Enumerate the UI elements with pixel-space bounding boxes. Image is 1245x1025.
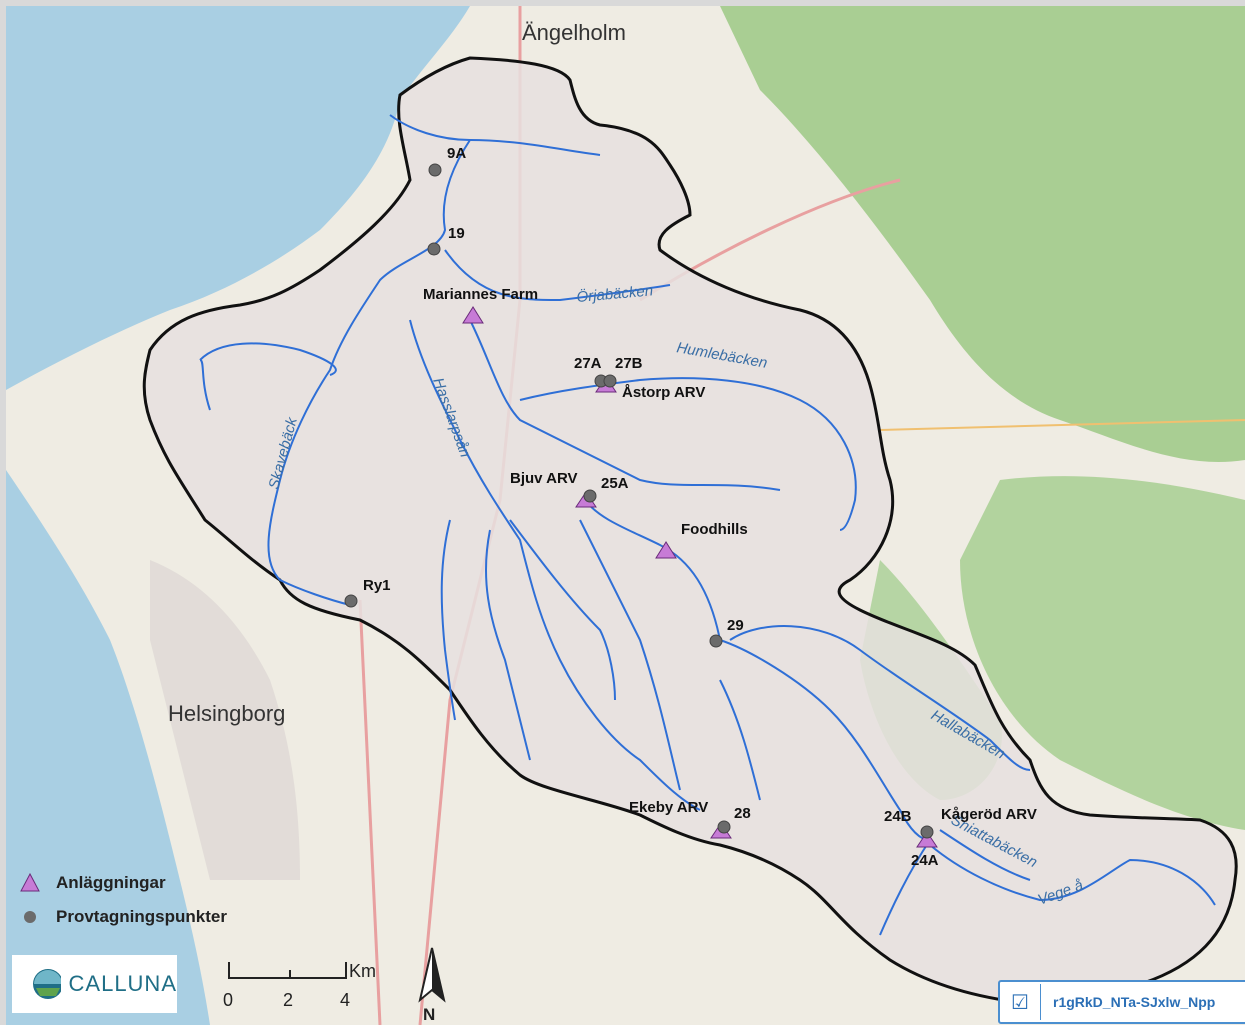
city-label-angelholm: Ängelholm (522, 20, 626, 45)
point-marker-9a[interactable] (428, 163, 442, 177)
point-label-24a: 24A (911, 852, 939, 869)
stream-main-south (584, 499, 931, 841)
id-badge[interactable]: ☑ r1gRkD_NTa-SJxlw_Npp (998, 980, 1245, 1024)
facility-label-astorp: Åstorp ARV (622, 384, 705, 401)
point-marker-27b[interactable] (603, 374, 617, 388)
calluna-logo: CALLUNA (12, 955, 177, 1013)
stream-network (199, 114, 1216, 936)
stream-sniatta (939, 829, 1031, 881)
sea-oresund (6, 470, 210, 1025)
triangle-icon (18, 871, 56, 895)
stream-trib-a (469, 319, 781, 491)
road-klippan (879, 419, 1245, 431)
scale-tick-0: 0 (223, 990, 233, 1010)
stream-skave-main (267, 139, 471, 606)
sea-kattegat (6, 6, 470, 390)
scale-unit: Km (349, 961, 376, 981)
calluna-logo-text: CALLUNA (68, 971, 177, 996)
point-label-24b: 24B (884, 808, 912, 825)
sampling-point-markers (344, 163, 934, 839)
point-label-27a: 27A (574, 355, 602, 372)
legend-row-points: Provtagningspunkter (18, 900, 227, 934)
forest-northeast (720, 6, 1245, 462)
facility-label-bjuv: Bjuv ARV (510, 470, 578, 487)
stream-trib-e (579, 519, 681, 791)
stream-hasslarp (409, 319, 701, 811)
point-marker-25a[interactable] (583, 489, 597, 503)
calluna-logo-icon (33, 969, 61, 999)
point-marker-29[interactable] (709, 634, 723, 648)
facility-marker-marfarm[interactable] (462, 306, 484, 324)
scale-tick-2: 2 (283, 990, 293, 1010)
circle-icon (18, 905, 56, 929)
map-legend: Anläggningar Provtagningspunkter (18, 866, 227, 934)
stream-orja (444, 249, 671, 302)
road-south (358, 599, 382, 1025)
legend-label-facilities: Anläggningar (56, 873, 166, 892)
stream-trib-f (719, 679, 761, 801)
stream-west-trib (199, 342, 337, 376)
north-arrow-icon: N (418, 947, 446, 1024)
forest-east (960, 476, 1245, 830)
point-label-25a: 25A (601, 475, 629, 492)
checkbox-icon: ☑ (1000, 984, 1041, 1020)
city-label-helsingborg: Helsingborg (168, 701, 285, 726)
north-label: N (423, 1005, 435, 1024)
point-label-ry1: Ry1 (363, 577, 391, 594)
point-marker-19[interactable] (427, 242, 441, 256)
scale-bar-line (228, 962, 347, 979)
stream-trib-b (440, 519, 456, 721)
point-marker-28[interactable] (717, 820, 731, 834)
legend-row-facilities: Anläggningar (18, 866, 227, 900)
stream-west-trib2 (199, 359, 211, 411)
point-label-29: 29 (727, 617, 744, 634)
facility-label-marfarm: Mariannes Farm (423, 286, 538, 303)
stream-trib-d (509, 519, 616, 701)
scale-bar: 0 2 4 Km (223, 961, 376, 1010)
facility-label-ekeby: Ekeby ARV (629, 799, 708, 816)
facility-marker-kageröd[interactable] (916, 831, 938, 848)
scale-tick-4: 4 (340, 990, 350, 1010)
id-badge-text: r1gRkD_NTa-SJxlw_Npp (1053, 994, 1216, 1010)
point-label-27b: 27B (615, 355, 643, 372)
point-label-19: 19 (448, 225, 465, 242)
facility-label-kageröd: Kågeröd ARV (941, 806, 1037, 823)
stream-9a (389, 114, 601, 156)
stream-vege (929, 844, 1216, 906)
point-label-9a: 9A (447, 145, 466, 162)
legend-label-points: Provtagningspunkter (56, 907, 227, 926)
helsingborg-urban (150, 560, 300, 880)
facility-label-foodhills: Foodhills (681, 521, 748, 538)
facility-marker-foodhills[interactable] (655, 541, 677, 559)
stream-trib-c (485, 529, 531, 761)
point-label-28: 28 (734, 805, 751, 822)
stream-halla (729, 625, 1031, 771)
stream-sniatta-s (879, 839, 931, 936)
point-marker-24b[interactable] (920, 825, 934, 839)
point-marker-ry1[interactable] (344, 594, 358, 608)
